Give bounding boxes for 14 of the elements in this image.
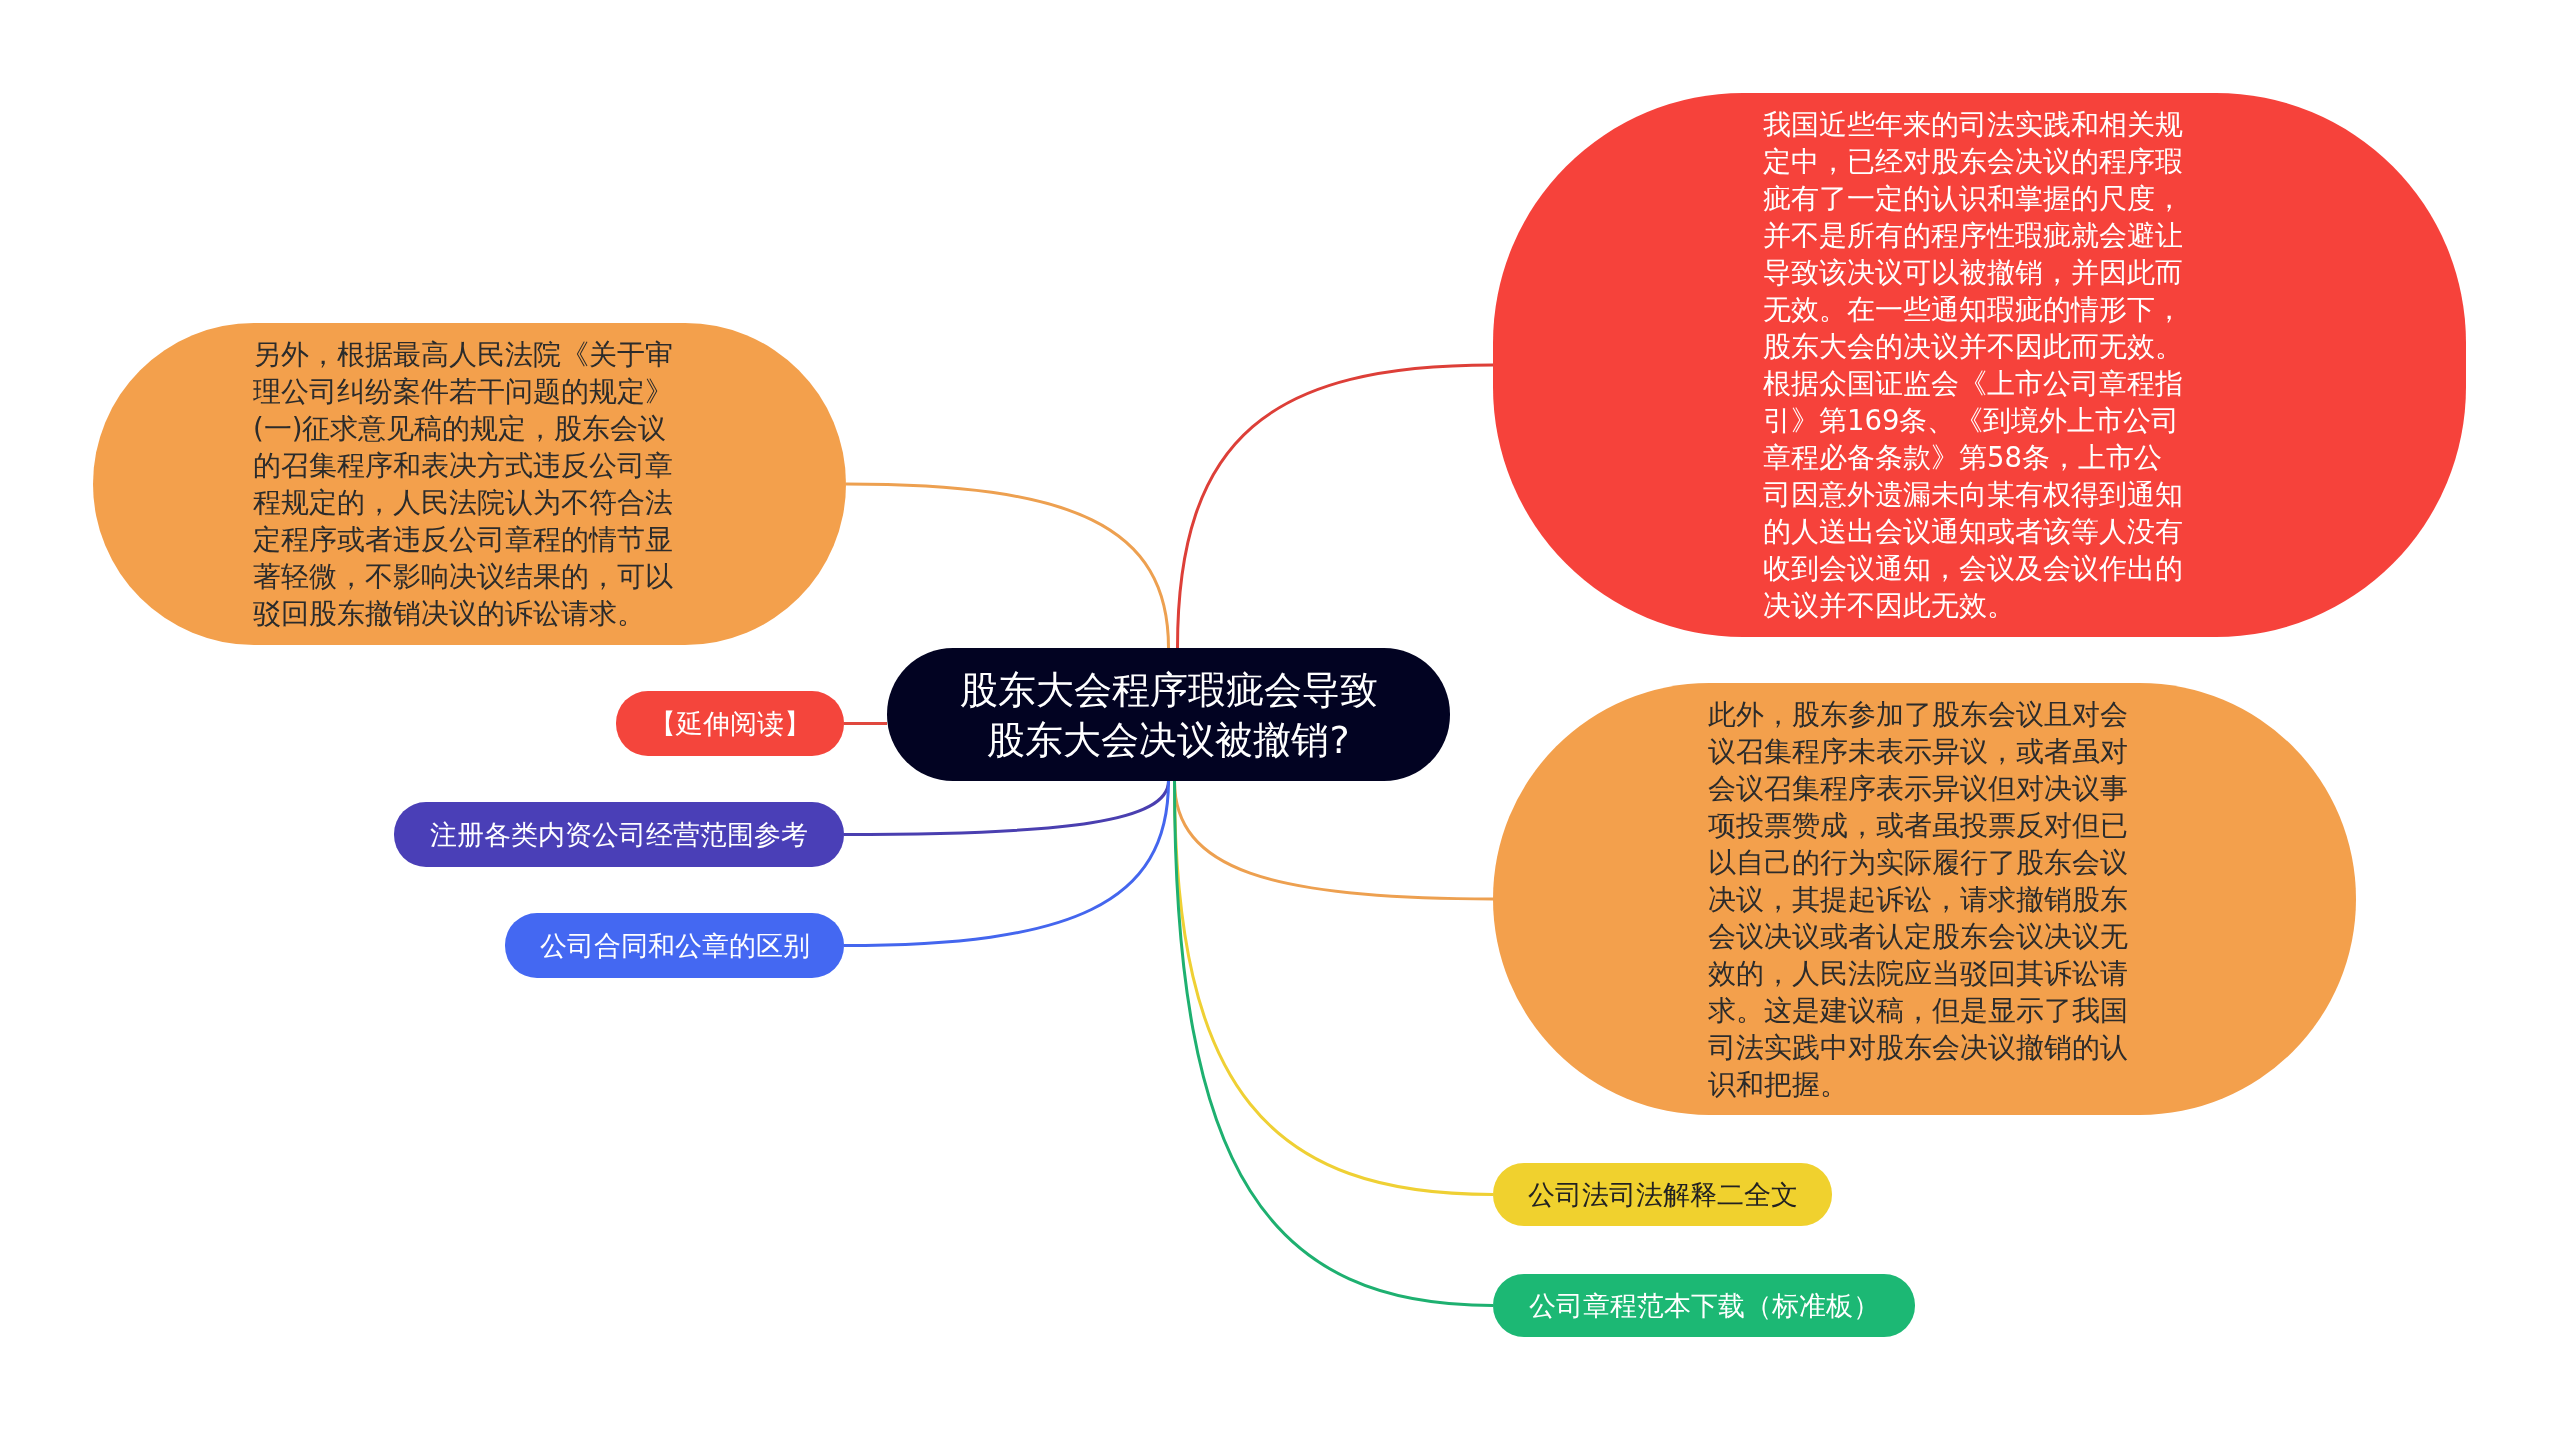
connector-line	[843, 780, 1170, 947]
link-bubble: 公司章程范本下载（标准板）	[1493, 1274, 1915, 1337]
topic-bubble: 另外，根据最高人民法院《关于审理公司纠纷案件若干问题的规定》(一)征求意见稿的规定，股东会议的召集程序和表决方式违反公司章程规定的，人民法院认为不符合法定程序或者违反公司章程的情节显著轻微，不影响决议结果的，可以驳回股东撤销决议的诉讼请求。	[93, 323, 846, 645]
topic-bubble: 此外，股东参加了股东会议且对会议召集程序未表示异议，或者虽对会议召集程序表示异议但对决议事项投票赞成，或者虽投票反对但已以自己的行为实际履行了股东会议决议，其提起诉讼，请求撤销股东会议决议或者认定股东会议决议无效的，人民法院应当驳回其诉讼请求。这是建议稿，但是显示了我国司法实践中对股东会决议撤销的认识和把握。	[1493, 683, 2356, 1115]
central-topic-bubble: 股东大会程序瑕疵会导致股东大会决议被撤销?	[887, 648, 1450, 781]
link-bubble: 【延伸阅读】	[616, 691, 844, 756]
link-bubble: 注册各类内资公司经营范围参考	[394, 802, 844, 867]
link-bubble: 公司法司法解释二全文	[1493, 1163, 1832, 1226]
connector-line	[844, 722, 887, 725]
link-bubble: 公司合同和公章的区别	[505, 913, 844, 978]
connector-line	[1173, 780, 1494, 1307]
connector-line	[1176, 363, 1494, 649]
connector-line	[845, 482, 1170, 649]
topic-bubble: 我国近些年来的司法实践和相关规定中，已经对股东会决议的程序瑕疵有了一定的认识和掌握的尺度，并不是所有的程序性瑕疵就会避让导致该决议可以被撤销，并因此而无效。在一些通知瑕疵的情形下，股东大会的决议并不因此而无效。根据众国证监会《上市公司章程指引》第169条、《到境外上市公司章程必备条款》第58条，上市公司因意外遗漏未向某有权得到通知的人送出会议通知或者该等人没有收到会议通知，会议及会议作出的决议并不因此无效。	[1493, 93, 2466, 637]
